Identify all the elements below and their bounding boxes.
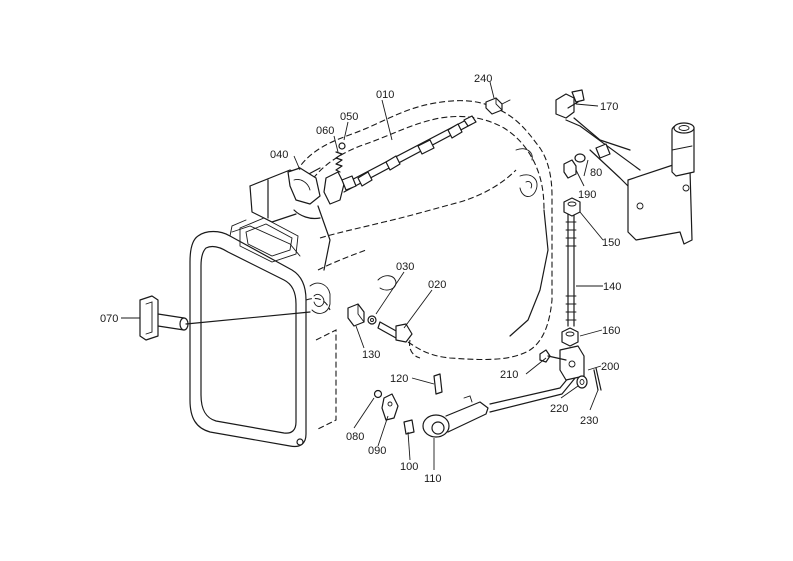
label-160: 160	[602, 325, 620, 337]
label-80: 80	[590, 167, 602, 179]
label-150: 150	[602, 237, 620, 249]
label-080: 080	[346, 431, 364, 443]
part-bracket-plate	[627, 122, 695, 245]
part-080-nut	[563, 159, 577, 179]
part-090-plate	[381, 393, 399, 421]
part-210-pin	[539, 349, 567, 363]
label-240: 240	[474, 73, 492, 85]
part-100-bolt	[403, 419, 415, 435]
label-020: 020	[428, 279, 446, 291]
label-120: 120	[390, 373, 408, 385]
part-070-shaft	[139, 295, 311, 341]
housing-body-outline	[295, 100, 553, 431]
housing-front-face	[189, 219, 307, 448]
part-160-nut	[561, 327, 579, 347]
label-130: 130	[362, 349, 380, 361]
label-050: 050	[340, 111, 358, 123]
label-230: 230	[580, 415, 598, 427]
label-070: 070	[100, 313, 118, 325]
part-140-rod	[565, 211, 577, 327]
label-170: 170	[600, 101, 618, 113]
label-060: 060	[316, 125, 334, 137]
part-190-washer	[574, 153, 586, 163]
part-120-pin	[433, 373, 443, 395]
part-joint-clevis	[559, 345, 585, 381]
label-040: 040	[270, 149, 288, 161]
housing-top	[239, 167, 331, 271]
label-110: 110	[424, 473, 442, 485]
label-090: 090	[368, 445, 386, 457]
part-labels: 010 050 060 040 070 030 020 130 120 080 …	[100, 73, 621, 485]
part-130-bushing	[347, 303, 365, 327]
label-010: 010	[376, 89, 394, 101]
part-230-cotter	[593, 367, 602, 391]
part-110-lever	[422, 365, 581, 438]
part-020-bolt	[377, 321, 413, 343]
label-200: 200	[601, 361, 619, 373]
part-050-ball	[338, 142, 346, 150]
part-bracket-arm	[565, 117, 641, 189]
part-040-fork	[287, 167, 357, 205]
part-170-bolt	[555, 89, 585, 119]
part-010-shaft	[339, 115, 477, 193]
label-220: 220	[550, 403, 568, 415]
part-240-plug	[485, 97, 511, 115]
label-100: 100	[400, 461, 418, 473]
label-210: 210	[500, 369, 518, 381]
leader-lines	[121, 81, 604, 470]
label-140: 140	[603, 281, 621, 293]
part-080-washer	[373, 389, 383, 399]
label-030: 030	[396, 261, 414, 273]
part-030-washer	[367, 315, 377, 325]
part-220-washer	[576, 375, 588, 389]
part-060-spring	[335, 151, 343, 173]
label-190: 190	[578, 189, 596, 201]
